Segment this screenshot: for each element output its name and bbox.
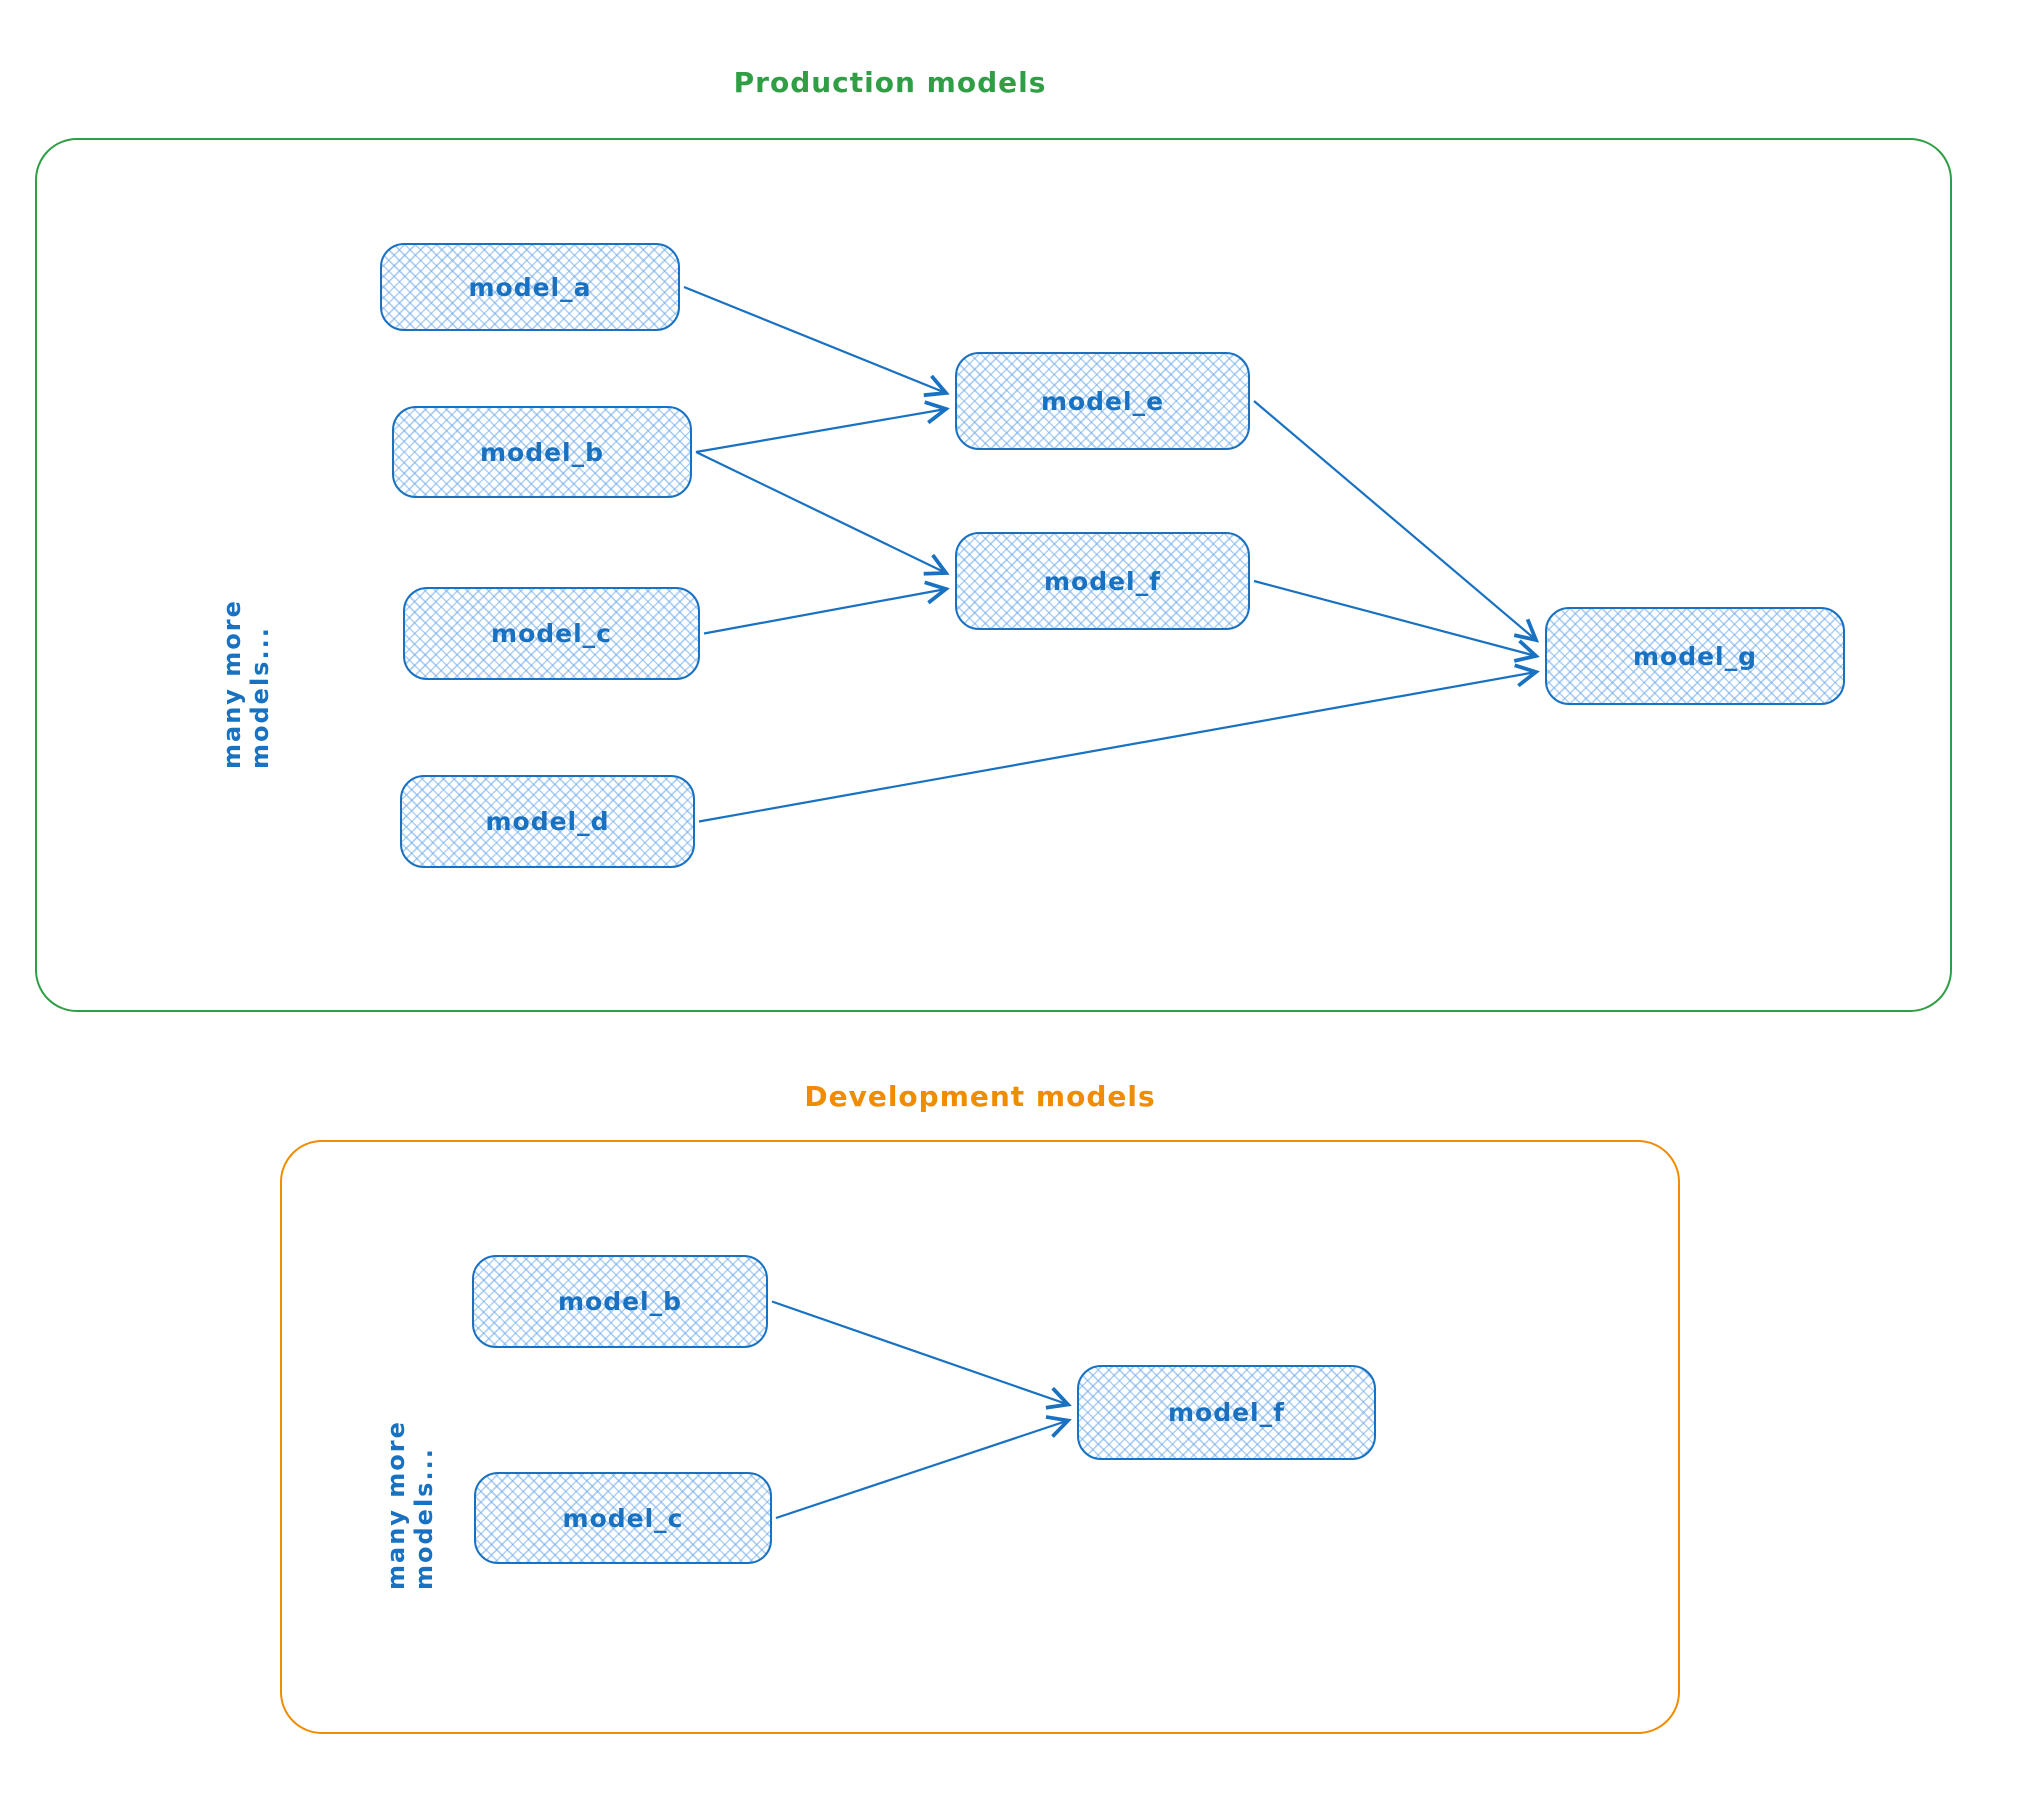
development-container [280,1140,1680,1734]
production-node-model_b: model_b [392,406,692,498]
development-title: Development models [804,1080,1156,1113]
node-label: model_d [485,807,610,836]
development-side-label: many more models... [382,1420,438,1590]
production-node-model_a: model_a [380,243,680,331]
node-label: model_g [1632,641,1758,671]
production-node-model_f: model_f [955,532,1250,630]
development-node-model_b: model_b [472,1255,768,1348]
node-label: model_f [1167,1398,1286,1427]
production-container [35,138,1952,1012]
node-label: model_e [1040,386,1165,416]
production-node-model_e: model_e [955,352,1250,450]
node-label: model_a [468,272,592,302]
node-label: model_c [491,619,612,648]
production-node-model_c: model_c [403,587,700,680]
node-label: model_b [557,1287,683,1316]
production-title: Production models [733,66,1047,99]
node-label: model_c [562,1503,684,1533]
node-label: model_f [1043,566,1162,596]
development-node-model_c: model_c [474,1472,772,1564]
production-node-model_g: model_g [1545,607,1845,705]
development-node-model_f: model_f [1077,1365,1376,1460]
node-label: model_b [479,437,605,467]
production-side-label: many more models... [218,599,274,769]
production-node-model_d: model_d [400,775,695,868]
